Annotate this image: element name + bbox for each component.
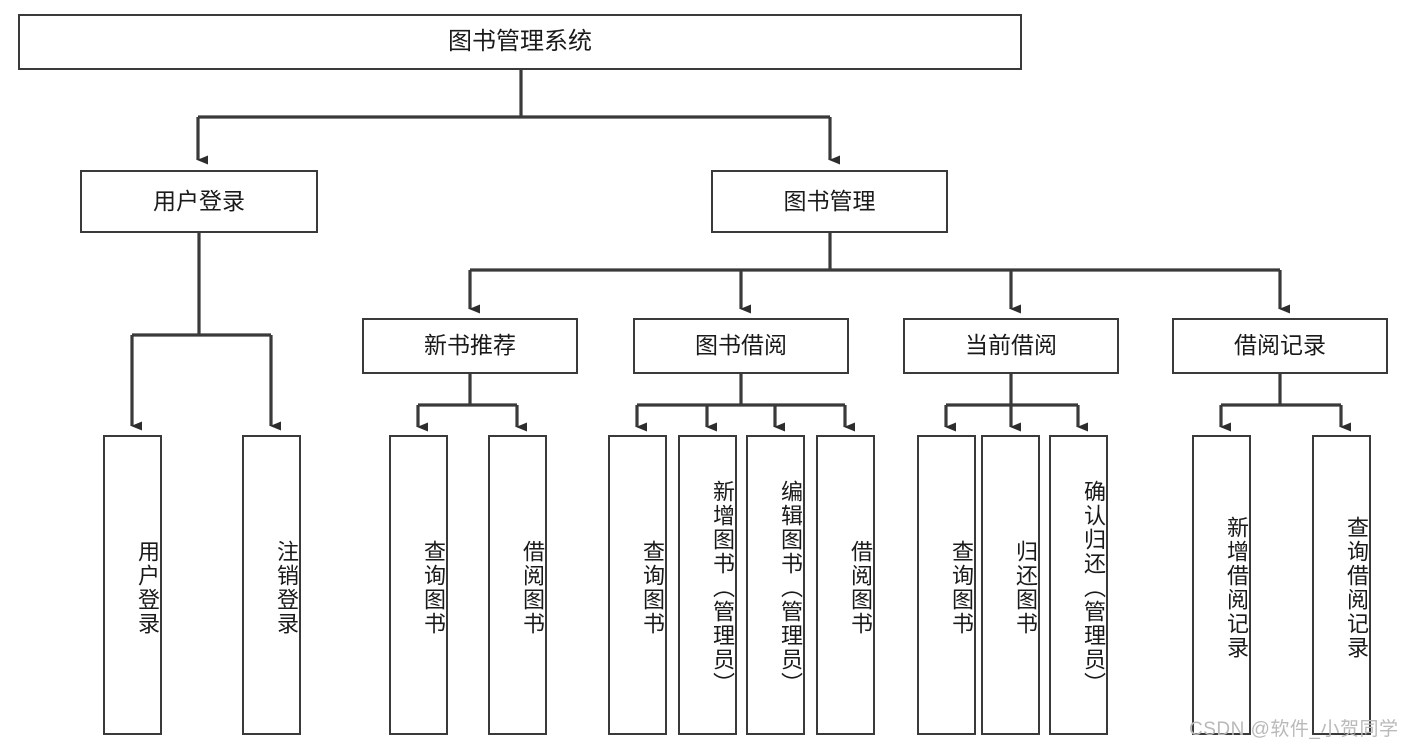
node-new-book-recommend-label: 新书推荐 [424, 332, 516, 359]
node-leaf-query-book-1-label: 查询图书 [421, 540, 446, 636]
node-leaf-query-book-3-label: 查询图书 [949, 540, 974, 636]
node-leaf-borrow-book-1[interactable]: 借阅图书 [488, 435, 547, 735]
node-book-borrow[interactable]: 图书借阅 [633, 318, 849, 374]
node-leaf-add-borrow-record-label: 新增借阅记录 [1224, 516, 1249, 660]
node-leaf-confirm-return-label: 确认归还（管理员） [1081, 480, 1106, 696]
node-root[interactable]: 图书管理系统 [18, 14, 1022, 70]
watermark-label: CSDN @软件_小贺同学 [1189, 719, 1399, 740]
node-borrow-record[interactable]: 借阅记录 [1172, 318, 1388, 374]
node-leaf-edit-book[interactable]: 编辑图书（管理员） [746, 435, 805, 735]
node-leaf-user-login-label: 用户登录 [135, 540, 160, 636]
node-leaf-edit-book-label: 编辑图书（管理员） [778, 480, 803, 696]
node-leaf-return-book-label: 归还图书 [1013, 540, 1038, 636]
node-root-label: 图书管理系统 [448, 27, 592, 55]
node-leaf-query-book-2-label: 查询图书 [640, 540, 665, 636]
node-book-manage[interactable]: 图书管理 [711, 170, 948, 233]
node-leaf-query-borrow-record[interactable]: 查询借阅记录 [1312, 435, 1371, 735]
node-leaf-confirm-return[interactable]: 确认归还（管理员） [1049, 435, 1108, 735]
node-current-borrow[interactable]: 当前借阅 [903, 318, 1119, 374]
node-leaf-query-book-3[interactable]: 查询图书 [917, 435, 976, 735]
node-book-borrow-label: 图书借阅 [695, 332, 787, 359]
node-leaf-return-book[interactable]: 归还图书 [981, 435, 1040, 735]
node-user-login-label: 用户登录 [153, 187, 245, 214]
node-leaf-add-book-label: 新增图书（管理员） [710, 480, 735, 696]
node-leaf-user-login[interactable]: 用户登录 [103, 435, 162, 735]
node-leaf-borrow-book-2[interactable]: 借阅图书 [816, 435, 875, 735]
node-leaf-logout-login-label: 注销登录 [274, 540, 299, 636]
node-leaf-borrow-book-2-label: 借阅图书 [848, 540, 873, 636]
node-leaf-borrow-book-1-label: 借阅图书 [520, 540, 545, 636]
node-current-borrow-label: 当前借阅 [965, 332, 1057, 359]
node-leaf-query-book-1[interactable]: 查询图书 [389, 435, 448, 735]
node-leaf-query-book-2[interactable]: 查询图书 [608, 435, 667, 735]
node-leaf-query-borrow-record-label: 查询借阅记录 [1344, 516, 1369, 660]
node-leaf-add-book[interactable]: 新增图书（管理员） [678, 435, 737, 735]
node-new-book-recommend[interactable]: 新书推荐 [362, 318, 578, 374]
node-leaf-logout-login[interactable]: 注销登录 [242, 435, 301, 735]
node-leaf-add-borrow-record[interactable]: 新增借阅记录 [1192, 435, 1251, 735]
node-user-login[interactable]: 用户登录 [80, 170, 318, 233]
node-book-manage-label: 图书管理 [783, 187, 876, 214]
node-borrow-record-label: 借阅记录 [1234, 332, 1326, 359]
